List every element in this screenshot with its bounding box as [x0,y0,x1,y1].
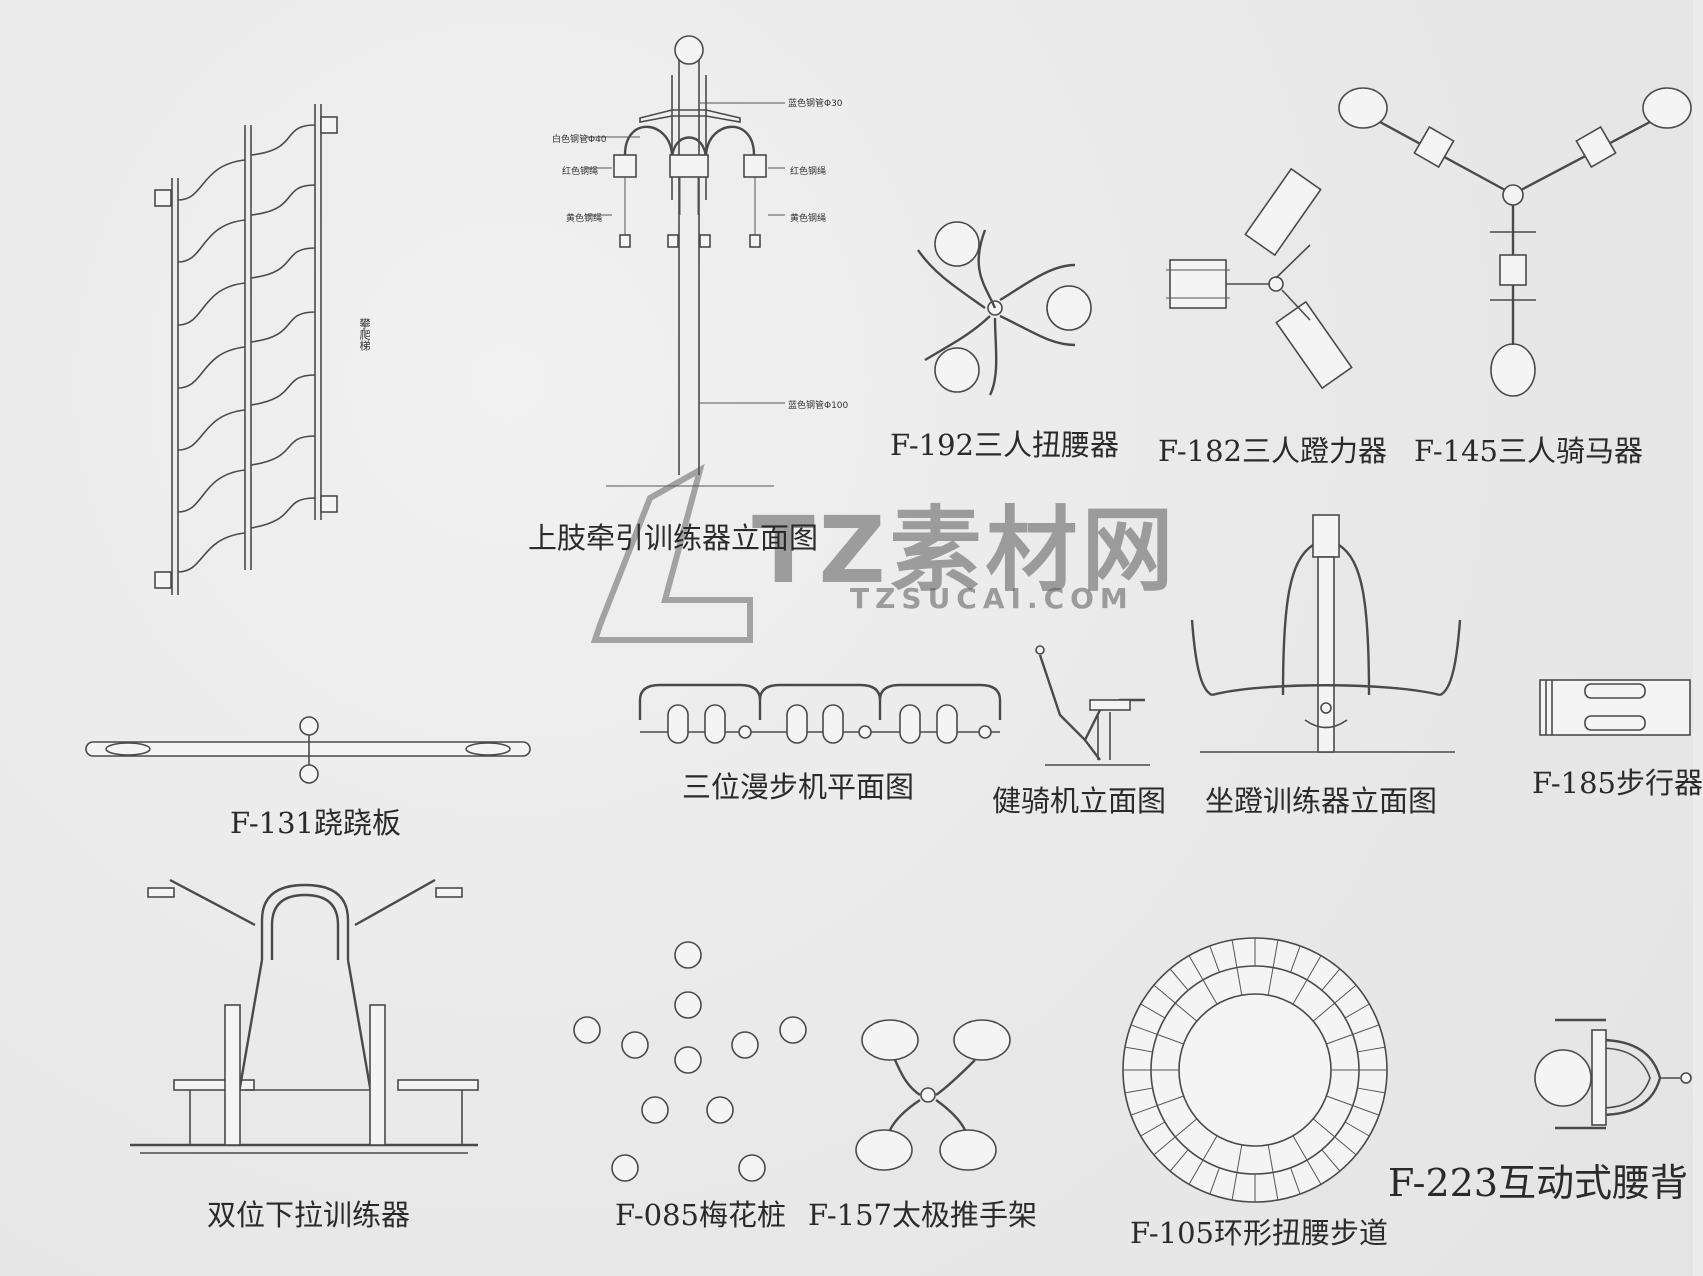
ring-segment-line [1231,1144,1243,1201]
ring-segment-line [1169,968,1189,991]
riding-machine-drawing [1035,645,1150,766]
ring-segment-line [1321,968,1341,991]
upper-limb-traction-drawing [585,35,785,487]
note-yellow-rope-left: 黄色钢绳 [566,214,603,224]
seated-leg-press-drawing [1190,514,1462,753]
ring-segment-line [1326,1095,1380,1116]
ring-segment-line [1130,1095,1184,1116]
ring-segment-line [1290,1167,1301,1195]
ring-segment-line [1124,1087,1153,1094]
ring-segment-line [1188,1135,1218,1185]
caption-double-pulldown: 双位下拉训练器 [207,1198,411,1232]
ring-segment-line [1140,1121,1166,1137]
ring-segment-line [1153,1118,1198,1156]
caption-f131: F-131跷跷板 [230,806,401,840]
caption-riding-machine: 健骑机立面图 [992,784,1167,818]
caption-f085: F-085梅花桩 [615,1198,786,1232]
caption-f157: F-157太极推手架 [808,1198,1037,1232]
watermark-logo [590,463,753,643]
ring-segment-line [1344,1003,1370,1019]
three-walker-drawing [638,683,1002,744]
caption-f105: F-105环形扭腰步道 [1130,1216,1388,1250]
f105-drawing [1122,937,1388,1203]
ring-segment-line [1321,1149,1341,1172]
ring-segment-line [1188,955,1218,1005]
note-red-rope-left: 红色钢绳 [562,167,599,177]
ring-segment-line [1140,1003,1166,1019]
ring-segment-line [1267,1144,1279,1201]
ring-segment-line [1124,1046,1153,1053]
watermark-brand-en: TZSUCAI.COM [850,582,1134,615]
ring-segment-line [1130,1024,1184,1045]
caption-three-walker: 三位漫步机平面图 [682,770,915,804]
note-yellow-rope-right: 黄色钢绳 [790,214,827,224]
f223-drawing [1534,1018,1692,1130]
ring-segment-line [1169,1149,1189,1172]
caption-f185: F-185步行器 [1532,766,1703,800]
ring-segment-line [1292,1135,1322,1185]
f131-drawing [85,716,531,784]
caption-f182: F-182三人蹬力器 [1158,434,1387,468]
ring-segment-line [1312,984,1357,1022]
climbing-ladder-drawing [154,104,338,595]
ring-segment-line [1209,1167,1220,1195]
ring-segment-line [1209,945,1220,973]
double-pulldown-drawing [130,878,479,1154]
note-ladder: 攀爬梯 [358,318,371,351]
ring-segment-line [1344,1121,1370,1137]
f182-drawing [1166,167,1353,390]
ring-segment-line [1357,1087,1386,1094]
note-red-rope-right: 红色钢绳 [790,167,827,177]
ring-segment-line [1267,939,1279,996]
f185-drawing [1539,679,1691,736]
caption-upper-limb-traction: 上肢牵引训练器立面图 [528,521,819,555]
f085-drawing [573,941,807,1182]
caption-f223: F-223互动式腰背 [1388,1161,1689,1205]
ring-segment-line [1231,939,1243,996]
f157-drawing [855,1019,1011,1171]
watermark-brand-cn: TZ素材网 [752,497,1178,604]
ring-segment-line [1290,945,1301,973]
note-pipe-40: 白色钢管Φ40 [552,135,607,145]
caption-seated-leg-press: 坐蹬训练器立面图 [1205,784,1438,818]
f145-drawing [1338,87,1692,397]
caption-f192: F-192三人扭腰器 [890,428,1119,462]
note-pipe-30: 蓝色钢管Φ30 [788,99,843,109]
ring-segment-line [1153,984,1198,1022]
ring-segment-line [1326,1024,1380,1045]
ring-segment-line [1292,955,1322,1005]
ring-segment-line [1312,1118,1357,1156]
note-pipe-100: 蓝色钢管Φ100 [788,401,849,411]
ring-segment-line [1357,1046,1386,1053]
f192-drawing [917,221,1092,396]
caption-f145: F-145三人骑马器 [1414,434,1643,468]
